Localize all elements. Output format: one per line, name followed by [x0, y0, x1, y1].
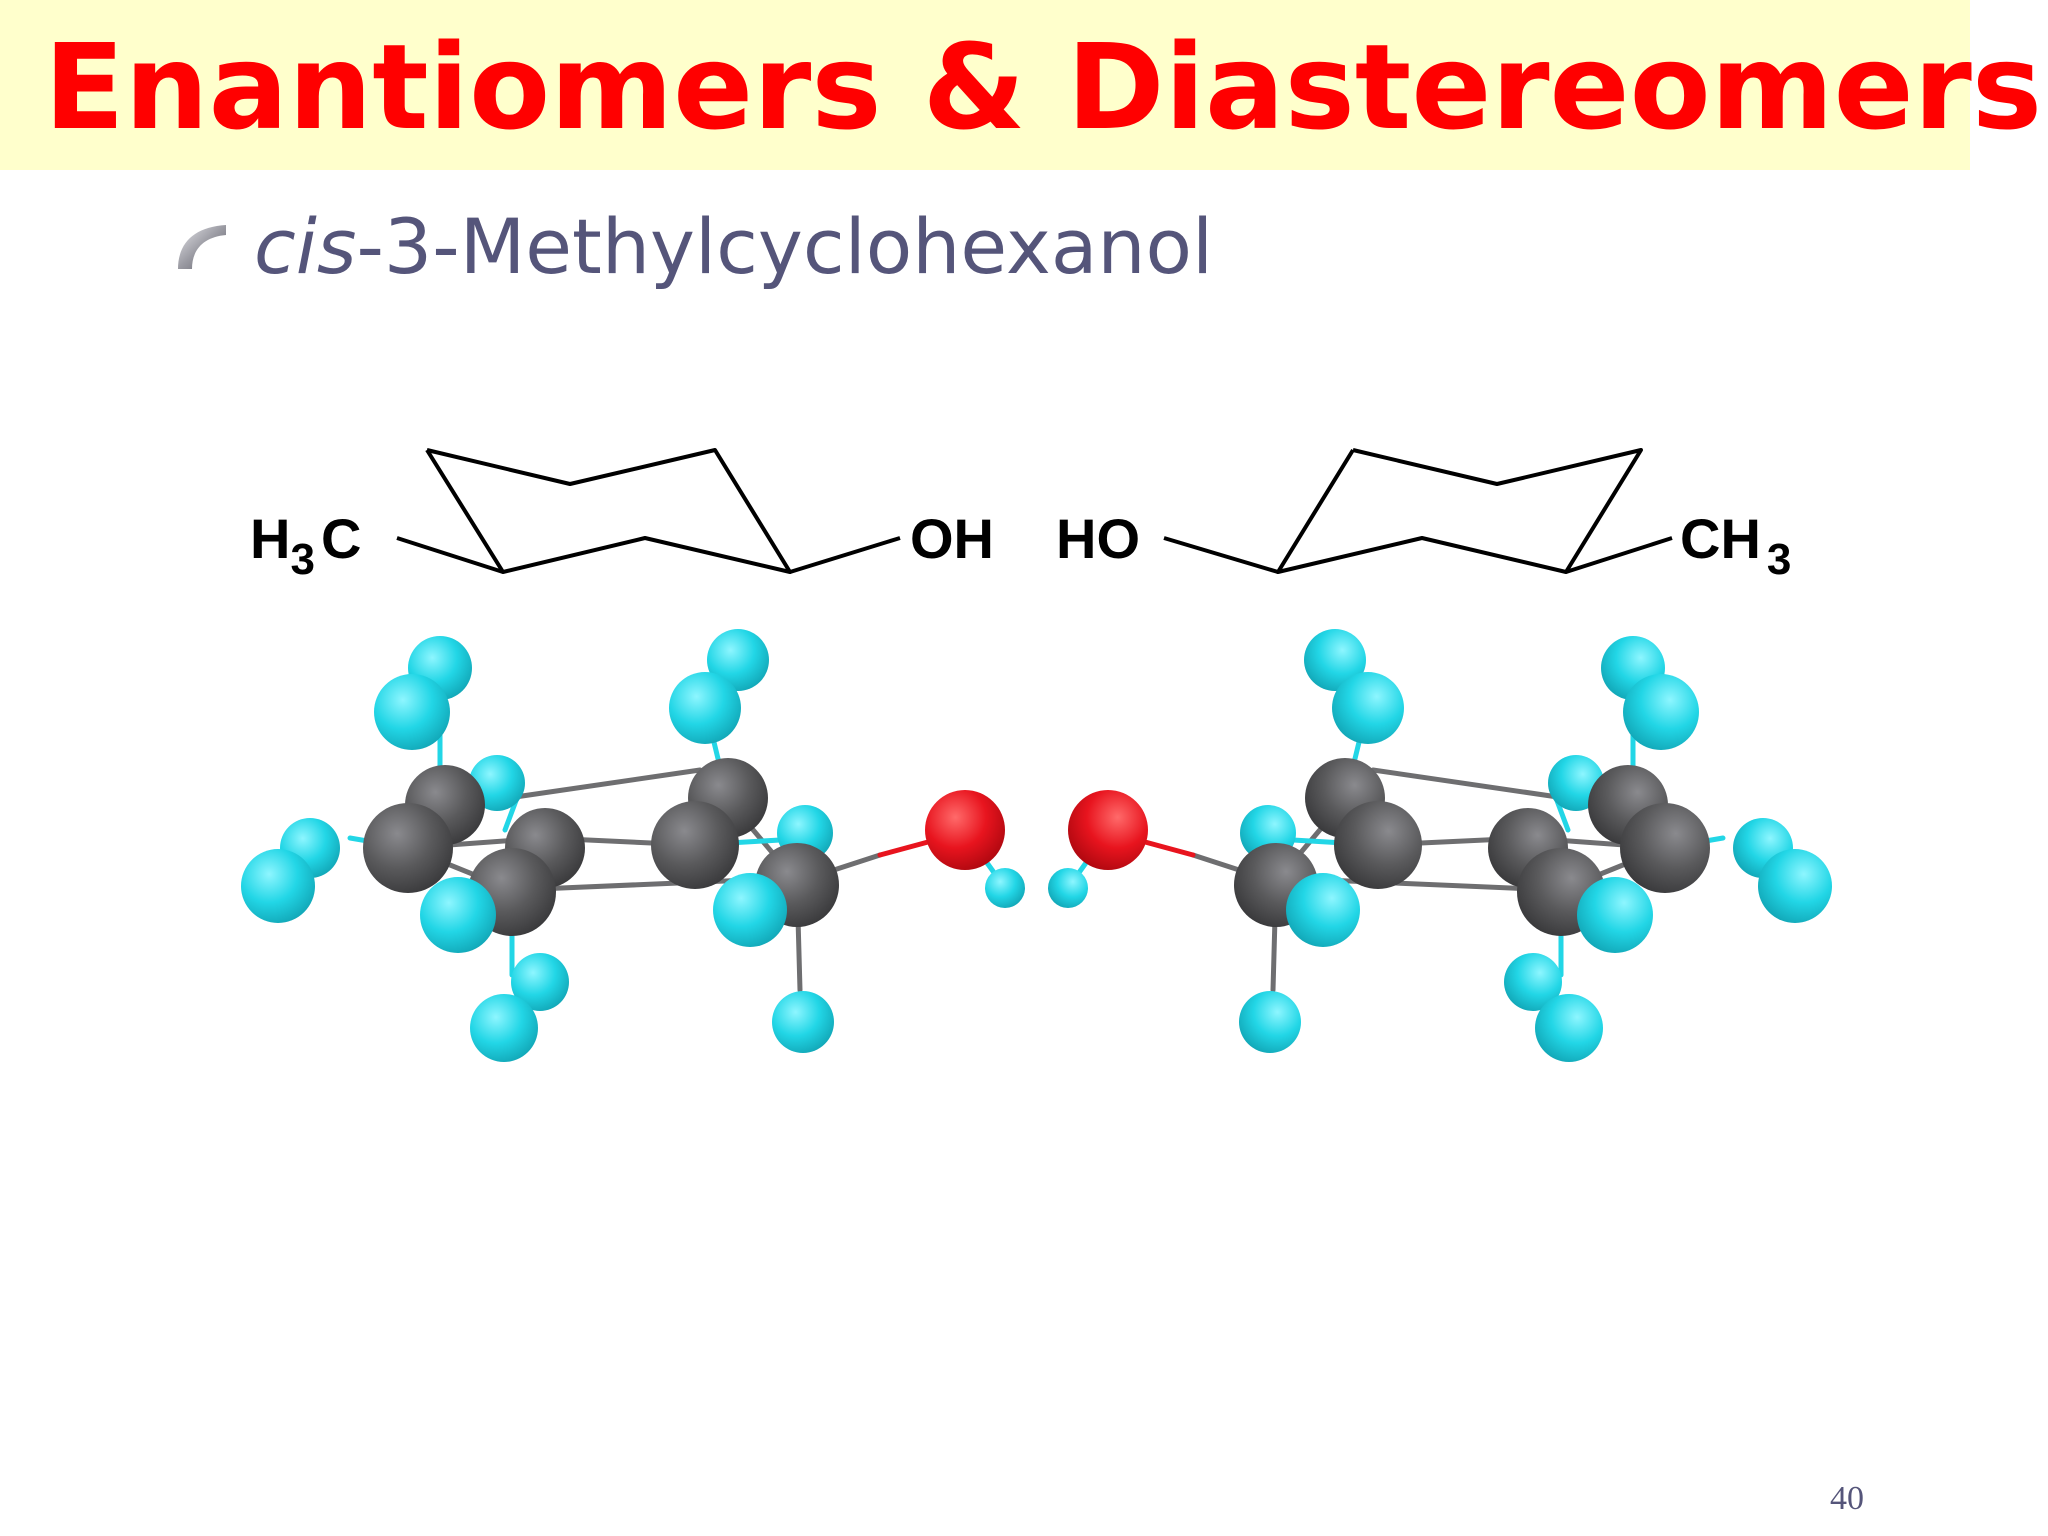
- hydrogen-atom: [1504, 953, 1562, 1011]
- hydrogen-atom: [707, 629, 769, 691]
- hydrogen-atom: [1577, 877, 1653, 953]
- bullet-text-rest: -3-Methylcyclohexanol: [356, 201, 1214, 291]
- hydrogen-atom: [1623, 674, 1699, 750]
- left-chair-ring: [425, 448, 792, 574]
- carbon-atom: [651, 801, 739, 889]
- hydrogen-atom: [713, 873, 787, 947]
- title-band: [0, 0, 1970, 170]
- left-oh-label: OH: [910, 507, 994, 570]
- right-ball-stick-model: [1048, 629, 1832, 1062]
- oxygen-atom: [925, 790, 1005, 870]
- hydrogen-atom: [669, 672, 741, 744]
- hydrogen-atom: [511, 953, 569, 1011]
- carbon-atom: [1620, 803, 1710, 893]
- hydrogen-atom: [1286, 873, 1360, 947]
- hydrogen-atom: [772, 991, 834, 1053]
- hydrogen-atom: [374, 674, 450, 750]
- hydrogen-atom: [1535, 994, 1603, 1062]
- left-oh-bond: [789, 536, 901, 574]
- hydrogen-atom: [241, 849, 315, 923]
- carbon-atom: [1334, 801, 1422, 889]
- page-number: 40: [1830, 1480, 1864, 1517]
- oxygen-atom: [1068, 790, 1148, 870]
- bullet-text: cis-3-Methylcyclohexanol: [254, 202, 1213, 291]
- hydrogen-atom: [1048, 868, 1088, 908]
- hydrogen-atom: [420, 877, 496, 953]
- bullet-item: cis-3-Methylcyclohexanol: [172, 196, 1213, 296]
- right-ch3-bond: [1565, 536, 1673, 574]
- hydrogen-atom: [1239, 991, 1301, 1053]
- hydrogen-atom: [1304, 629, 1366, 691]
- slide-title: Enantiomers & Diastereomers: [44, 18, 2043, 156]
- hydrogen-atom: [985, 868, 1025, 908]
- right-ho-bond: [1163, 536, 1279, 574]
- left-ch3-bond: [396, 536, 504, 574]
- bullet-text-italic: cis: [254, 201, 357, 291]
- hydrogen-atom: [1758, 849, 1832, 923]
- hydrogen-atom: [1332, 672, 1404, 744]
- left-ball-stick-model: [241, 629, 1025, 1062]
- right-chair-ring: [1276, 448, 1643, 574]
- right-ho-label: HO: [1056, 507, 1140, 570]
- hydrogen-atom: [470, 994, 538, 1062]
- carbon-atom: [363, 803, 453, 893]
- curved-bullet-icon: [178, 225, 226, 269]
